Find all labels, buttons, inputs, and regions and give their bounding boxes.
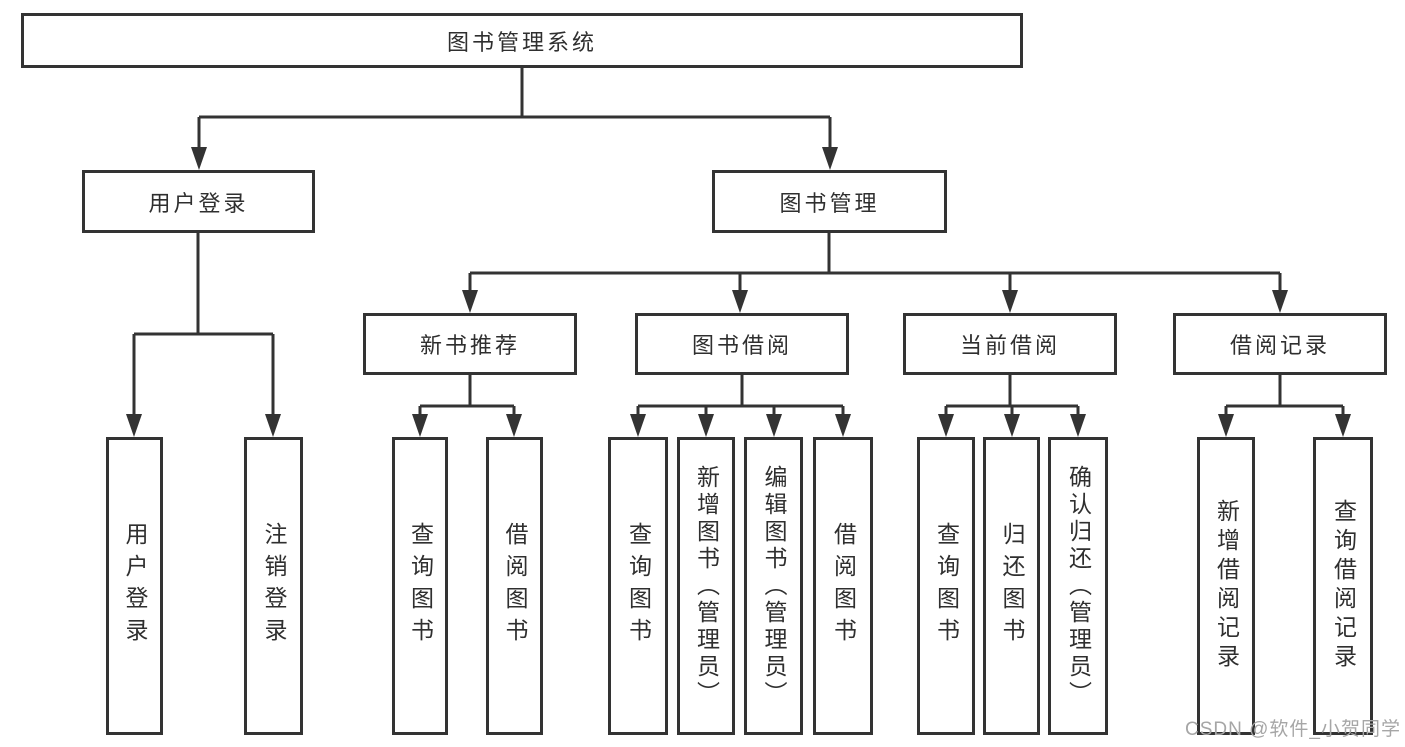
node-book-management: 图书管理 xyxy=(712,170,947,233)
leaf-label: 查询图书 xyxy=(625,522,652,650)
arrow-icon xyxy=(126,414,142,437)
node-current-borrow: 当前借阅 xyxy=(903,313,1117,375)
edge-root xyxy=(197,68,832,150)
leaf-label: 确认归还（管理员） xyxy=(1065,464,1092,708)
watermark: CSDN @软件_小贺同学 xyxy=(1185,719,1401,740)
node-borrow-records: 借阅记录 xyxy=(1173,313,1387,375)
leaf-label: 查询图书 xyxy=(407,522,434,650)
arrow-icon xyxy=(1004,414,1020,437)
arrow-icon xyxy=(732,290,748,313)
arrow-icon xyxy=(630,414,646,437)
leaf-label: 查询图书 xyxy=(933,522,960,650)
arrow-icon xyxy=(1002,290,1018,313)
leaf-label: 注销登录 xyxy=(261,522,287,650)
arrow-icon xyxy=(412,414,428,437)
leaf-query-borrow-record: 查询借阅记录 xyxy=(1313,437,1373,735)
edge-current-borrow xyxy=(944,375,1080,417)
leaf-label: 新增借阅记录 xyxy=(1213,499,1240,673)
leaf-borrow-books-recommend: 借阅图书 xyxy=(486,437,543,735)
edge-new-book xyxy=(418,375,516,417)
leaf-add-book-admin: 新增图书（管理员） xyxy=(677,437,735,735)
node-new-book-recommend: 新书推荐 xyxy=(363,313,577,375)
arrow-icon xyxy=(835,414,851,437)
edge-book-borrow xyxy=(636,375,845,417)
arrow-icon xyxy=(766,414,782,437)
leaf-edit-book-admin: 编辑图书（管理员） xyxy=(744,437,803,735)
leaf-return-book: 归还图书 xyxy=(983,437,1040,735)
arrow-icon xyxy=(698,414,714,437)
leaf-label: 编辑图书（管理员） xyxy=(761,464,787,708)
leaf-label: 用户登录 xyxy=(122,522,148,650)
arrow-icon xyxy=(265,414,281,437)
arrow-icon xyxy=(822,147,838,170)
leaf-query-books-borrow: 查询图书 xyxy=(608,437,668,735)
leaf-label: 归还图书 xyxy=(999,522,1025,650)
leaf-user-login: 用户登录 xyxy=(106,437,163,735)
arrow-icon xyxy=(1218,414,1234,437)
arrow-icon xyxy=(462,290,478,313)
arrow-icon xyxy=(1335,414,1351,437)
leaf-query-books-current: 查询图书 xyxy=(917,437,975,735)
arrowheads xyxy=(126,147,1351,437)
leaf-borrow-books: 借阅图书 xyxy=(813,437,873,735)
leaf-confirm-return-admin: 确认归还（管理员） xyxy=(1048,437,1108,735)
edge-user-login xyxy=(132,233,275,417)
leaf-label: 新增图书（管理员） xyxy=(693,464,720,708)
arrow-icon xyxy=(506,414,522,437)
arrow-icon xyxy=(1272,290,1288,313)
leaf-query-books-recommend: 查询图书 xyxy=(392,437,448,735)
arrow-icon xyxy=(1070,414,1086,437)
arrow-icon xyxy=(938,414,954,437)
node-book-borrow: 图书借阅 xyxy=(635,313,849,375)
node-user-login: 用户登录 xyxy=(82,170,315,233)
leaf-add-borrow-record: 新增借阅记录 xyxy=(1197,437,1255,735)
leaf-label: 借阅图书 xyxy=(830,522,857,650)
node-root: 图书管理系统 xyxy=(21,13,1023,68)
leaf-logout: 注销登录 xyxy=(244,437,303,735)
arrow-icon xyxy=(191,147,207,170)
leaf-label: 查询借阅记录 xyxy=(1330,499,1357,673)
edge-book-management xyxy=(468,233,1282,294)
edge-borrow-records xyxy=(1224,375,1345,417)
leaf-label: 借阅图书 xyxy=(502,522,528,650)
